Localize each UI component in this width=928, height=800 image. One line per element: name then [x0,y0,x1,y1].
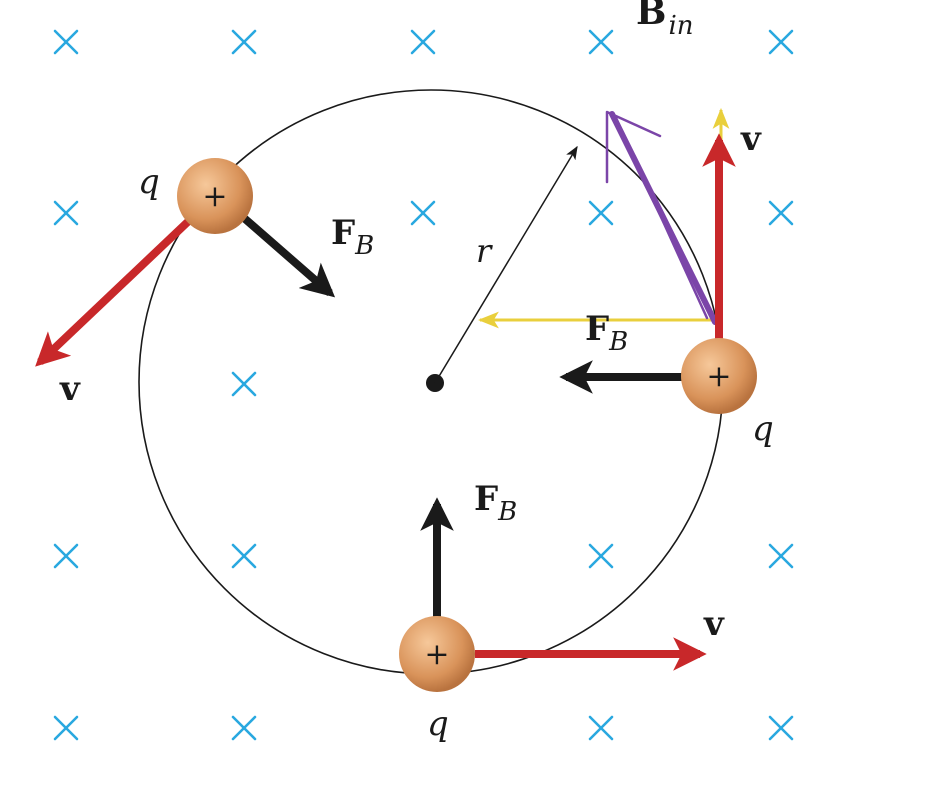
field-label: Bin [636,0,694,41]
velocity-label-bottom: v [703,604,725,644]
cross-icon [53,29,79,55]
force-label-left: FB [331,213,374,261]
charge-bottom: + [399,616,475,692]
charge-label-right: q [752,409,774,449]
cross-icon [410,29,436,55]
cross-icon [231,543,257,569]
cross-icon [53,543,79,569]
cross-icon [768,543,794,569]
cross-icon [53,200,79,226]
charge-label-bottom: q [427,704,449,744]
cross-icon [768,200,794,226]
cross-icon [53,715,79,741]
force-label-bottom: FB [474,479,517,527]
force-label-right: FB [585,309,628,357]
cross-icon [588,200,614,226]
radius-arrow [434,145,578,384]
cross-icon [588,543,614,569]
velocity-arrow-left [35,212,198,367]
cross-icon [588,715,614,741]
purple-annotation [605,110,718,325]
force-arrow-left [241,214,336,298]
cross-icon [588,29,614,55]
svg-text:+: + [202,179,227,214]
field-symbols [53,29,794,741]
svg-text:+: + [424,637,449,672]
cross-icon [231,29,257,55]
velocity-label-right: v [740,119,762,159]
cross-icon [768,29,794,55]
cross-icon [231,371,257,397]
svg-text:+: + [706,359,731,394]
charge-label-top-left: q [138,162,160,202]
cross-icon [231,715,257,741]
charge-right: + [681,338,757,414]
charge-top-left: + [177,158,253,234]
cross-icon [410,200,436,226]
velocity-label-left: v [59,369,81,409]
cross-icon [768,715,794,741]
radius-label: r [476,232,493,270]
